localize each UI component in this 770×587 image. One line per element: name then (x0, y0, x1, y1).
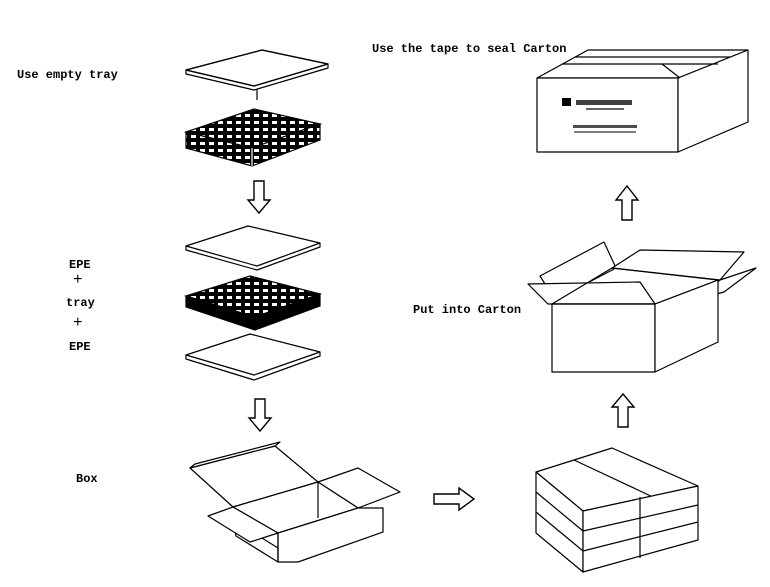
box-stack (535, 447, 699, 573)
carton-logo-mark (562, 98, 571, 106)
product-tray (183, 275, 323, 331)
empty-tray-top (185, 49, 329, 91)
arrow-up-icon (614, 184, 640, 221)
epe-sheet-top (185, 225, 321, 271)
label-plus-1: + (73, 271, 83, 289)
arrow-right-icon (433, 486, 476, 512)
label-epe-top: EPE (69, 258, 91, 272)
label-put-into-carton: Put into Carton (413, 303, 522, 317)
arrow-up-icon (610, 392, 636, 428)
open-box (189, 441, 401, 563)
label-tray: tray (66, 296, 95, 310)
empty-tray-cells (183, 108, 323, 167)
carton-brand-mark (576, 100, 632, 105)
sealed-carton (536, 49, 749, 153)
arrow-down-icon (246, 180, 272, 215)
label-box: Box (76, 472, 98, 486)
label-seal-carton: Use the tape to seal Carton (372, 42, 567, 56)
label-epe-bottom: EPE (69, 340, 91, 354)
open-carton (527, 241, 757, 373)
epe-sheet-bottom (185, 333, 321, 381)
label-plus-2: + (73, 314, 83, 332)
label-use-empty-tray: Use empty tray (17, 68, 118, 82)
arrow-down-icon (247, 398, 273, 433)
